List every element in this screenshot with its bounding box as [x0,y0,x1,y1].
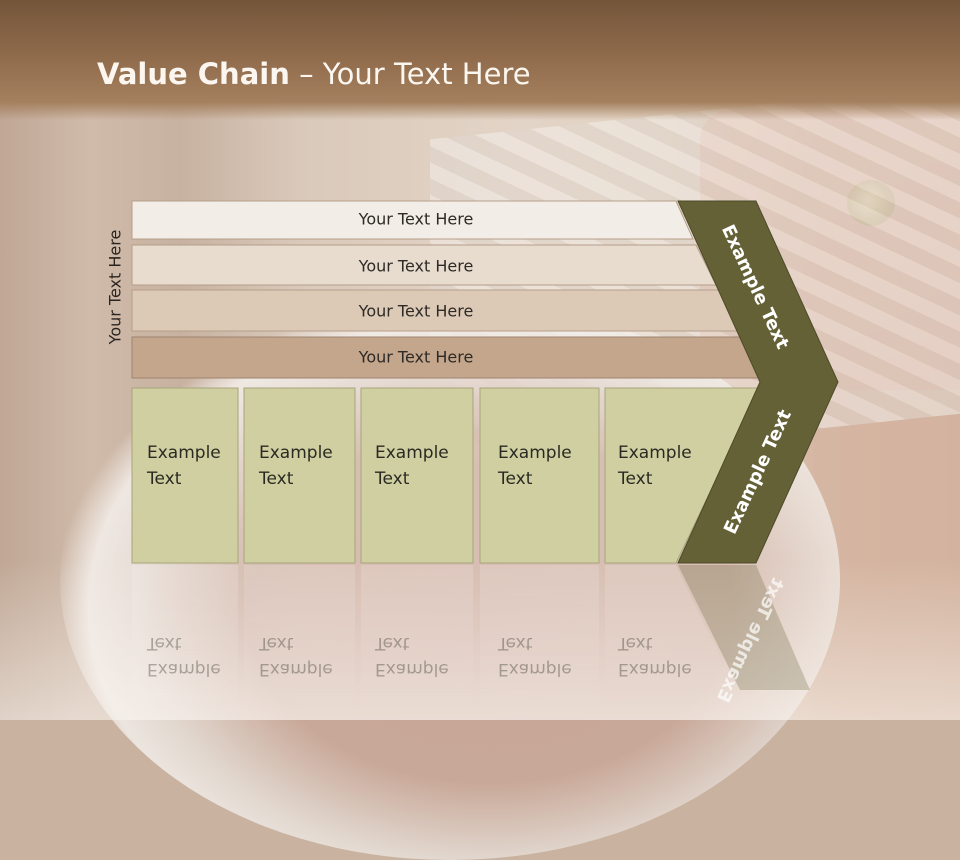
box-text-5-line1: Example [618,443,692,463]
box-reflect-text-5: Example Text [618,630,692,682]
box-text-4-line2: Text [498,469,533,489]
box-reflection-3 [361,565,473,720]
box-reflection-2 [244,565,355,720]
row-label-3: Your Text Here [358,301,474,321]
box-reflect-text-4-line2: Text [498,633,533,653]
row-label-1: Your Text Here [358,209,474,229]
box-reflection-1 [132,565,238,720]
example-box-5[interactable] [604,387,761,564]
box-reflect-text-2-line2: Text [259,633,294,653]
box-reflect-text-3-line1: Example [375,659,449,679]
example-box-4[interactable] [479,387,600,564]
box-reflect-text-2-line1: Example [259,659,333,679]
example-box-2[interactable] [243,387,356,564]
box-reflect-text-5-line1: Example [618,659,692,679]
box-text-3-line1: Example [375,443,449,463]
box-text-1: Example Text [147,440,221,492]
box-text-1-line2: Text [147,469,182,489]
box-reflect-text-4: Example Text [498,630,572,682]
reflection-group [132,565,810,720]
box-text-4-line1: Example [498,443,572,463]
box-reflect-text-1: Example Text [147,630,221,682]
value-chain-diagram [131,200,839,720]
row-label-2: Your Text Here [358,256,474,276]
row-label-4: Your Text Here [358,347,474,367]
box-text-2-line1: Example [259,443,333,463]
box-text-2: Example Text [259,440,333,492]
example-box-1[interactable] [131,387,239,564]
box-reflect-text-3-line2: Text [375,633,410,653]
box-text-5: Example Text [618,440,692,492]
box-reflect-text-1-line1: Example [147,659,221,679]
example-box-3[interactable] [360,387,474,564]
box-text-3-line2: Text [375,469,410,489]
chevron-arrow[interactable] [677,200,839,564]
slide-title[interactable]: Value Chain – Your Text Here [97,52,531,96]
box-reflect-text-2: Example Text [259,630,333,682]
box-reflection-5 [605,565,740,700]
box-text-1-line1: Example [147,443,221,463]
box-text-3: Example Text [375,440,449,492]
box-reflect-text-1-line2: Text [147,633,182,653]
row-bar-1[interactable] [131,200,694,240]
box-text-5-line2: Text [618,469,653,489]
box-text-4: Example Text [498,440,572,492]
box-reflect-text-5-line2: Text [618,633,653,653]
box-reflect-text-3: Example Text [375,630,449,682]
title-band [0,0,960,120]
box-reflection-4 [480,565,599,720]
box-reflect-text-4-line1: Example [498,659,572,679]
chevron-reflection [678,565,810,690]
title-strong: Value Chain [97,57,290,91]
box-text-2-line2: Text [259,469,294,489]
title-rest: – Your Text Here [289,57,531,91]
